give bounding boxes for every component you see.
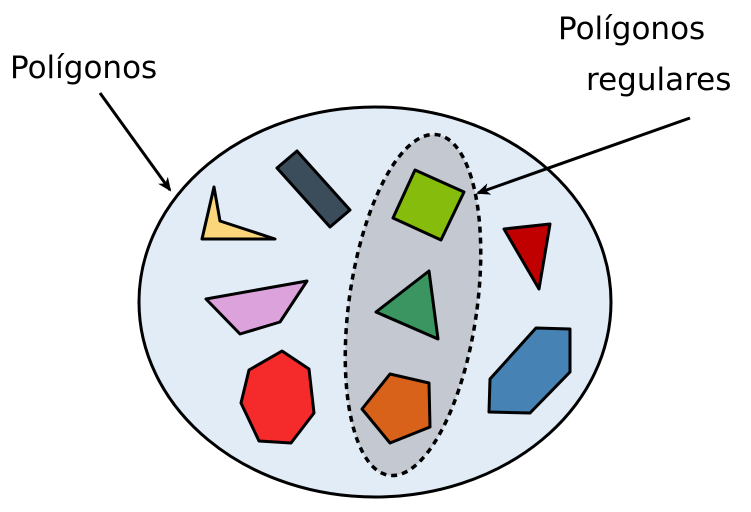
polygons-arrow bbox=[98, 92, 172, 192]
octagon-shape bbox=[239, 349, 316, 445]
square-shape bbox=[391, 168, 466, 242]
equilateral-triangle-shape bbox=[374, 269, 440, 341]
concave-dart-shape bbox=[200, 185, 277, 241]
regular-polygons-arrow bbox=[476, 116, 691, 195]
rectangle-shape bbox=[275, 149, 352, 229]
regular-polygons-label-line2: regulares bbox=[586, 62, 732, 98]
pentagon-shape bbox=[360, 372, 432, 445]
polygons-label: Polígonos bbox=[10, 50, 158, 86]
trapezoid-shape bbox=[204, 279, 309, 336]
regular-polygons-label-line1: Polígonos bbox=[558, 11, 706, 47]
red-triangle-shape bbox=[502, 222, 552, 291]
hexagon-shape bbox=[487, 326, 572, 415]
